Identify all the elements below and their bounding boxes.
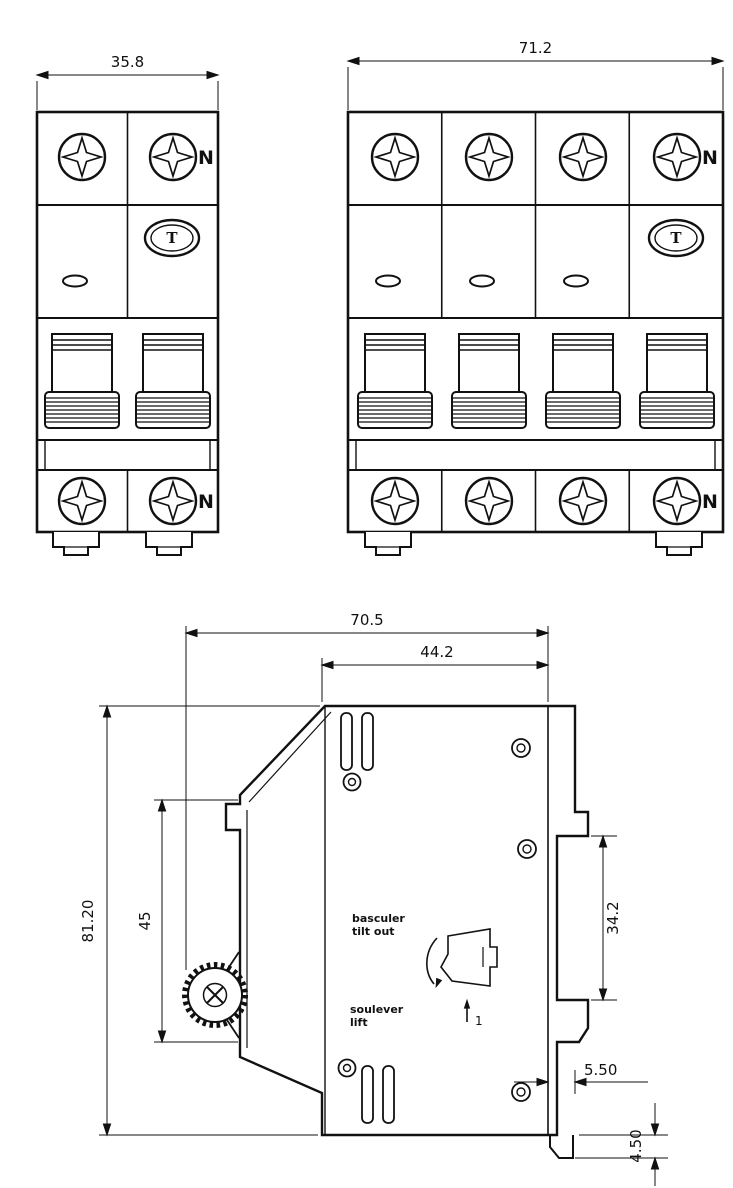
test-button-label: T <box>166 229 178 247</box>
dimension-front-height <box>154 799 238 1043</box>
toggle-lever-side[interactable] <box>182 951 248 1039</box>
indicator-window <box>62 274 88 288</box>
lift-label-fr: soulever <box>350 1003 404 1016</box>
indicator-window <box>469 274 495 288</box>
front-view-2pole: 35.8 N N T <box>35 53 220 556</box>
terminal-screw-icon <box>148 132 198 182</box>
neutral-label-bottom: N <box>198 491 214 513</box>
lift-label-en: lift <box>350 1016 368 1029</box>
breaker-body-4pole <box>346 110 725 534</box>
rail-tab <box>549 1135 574 1159</box>
dimension-width-2pole <box>36 70 219 110</box>
switch-toggle[interactable] <box>135 333 211 429</box>
switch-toggle[interactable] <box>357 333 433 429</box>
breaker-body-2pole <box>35 110 220 534</box>
indicator-window <box>563 274 589 288</box>
test-button-label: T <box>670 229 682 247</box>
tilt-label-fr: basculer <box>352 912 405 925</box>
din-clip-illustration <box>426 928 498 1022</box>
dim-body-depth-label: 44.2 <box>420 643 453 661</box>
terminal-screw-icon <box>370 132 420 182</box>
dimension-clip-width <box>514 1070 648 1094</box>
dimension-width-4pole <box>347 56 724 110</box>
dimension-body-depth <box>321 658 549 702</box>
neutral-label-bottom: N <box>702 491 718 513</box>
side-view: basculer tilt out soulever lift 1 70.5 4… <box>79 611 668 1186</box>
din-clip <box>52 531 100 556</box>
terminal-screw-icon <box>558 132 608 182</box>
dim-total-depth-label: 70.5 <box>350 611 383 629</box>
terminal-screw-icon <box>464 132 514 182</box>
switch-toggle[interactable] <box>44 333 120 429</box>
rivet-icon <box>337 738 537 1102</box>
dim-clip-height-label: 4.50 <box>627 1129 645 1162</box>
terminal-screw-icon <box>652 476 702 526</box>
din-clip <box>364 531 412 556</box>
side-profile <box>224 704 590 1159</box>
terminal-screw-icon <box>370 476 420 526</box>
dimension-clip-height <box>575 1103 668 1186</box>
terminal-screw-icon <box>558 476 608 526</box>
switch-toggle[interactable] <box>451 333 527 429</box>
dim-rail-span-label: 34.2 <box>604 901 622 934</box>
dimension-rail-span <box>591 835 617 1001</box>
terminal-screw-icon <box>57 132 107 182</box>
dim-front-height-label: 45 <box>136 911 154 930</box>
din-clip <box>655 531 703 556</box>
dim-clip-width-label: 5.50 <box>584 1061 617 1079</box>
dim-width-2pole-label: 35.8 <box>111 53 144 71</box>
tilt-arrow-icon <box>426 937 438 985</box>
front-view-4pole: 71.2 N N T <box>346 39 725 556</box>
neutral-label-top: N <box>702 147 718 169</box>
switch-toggle[interactable] <box>639 333 715 429</box>
indicator-window <box>375 274 401 288</box>
step-number: 1 <box>475 1014 483 1028</box>
din-clip <box>145 531 193 556</box>
terminal-screw-icon <box>652 132 702 182</box>
tilt-label-en: tilt out <box>352 925 395 938</box>
neutral-label-top: N <box>198 147 214 169</box>
dimension-height <box>99 705 320 1136</box>
switch-toggle[interactable] <box>545 333 621 429</box>
dim-width-4pole-label: 71.2 <box>519 39 552 57</box>
dimension-total-depth <box>185 626 549 970</box>
terminal-screw-icon <box>464 476 514 526</box>
terminal-screw-icon <box>148 476 198 526</box>
dim-height-label: 81.20 <box>79 900 97 943</box>
terminal-screw-icon <box>57 476 107 526</box>
